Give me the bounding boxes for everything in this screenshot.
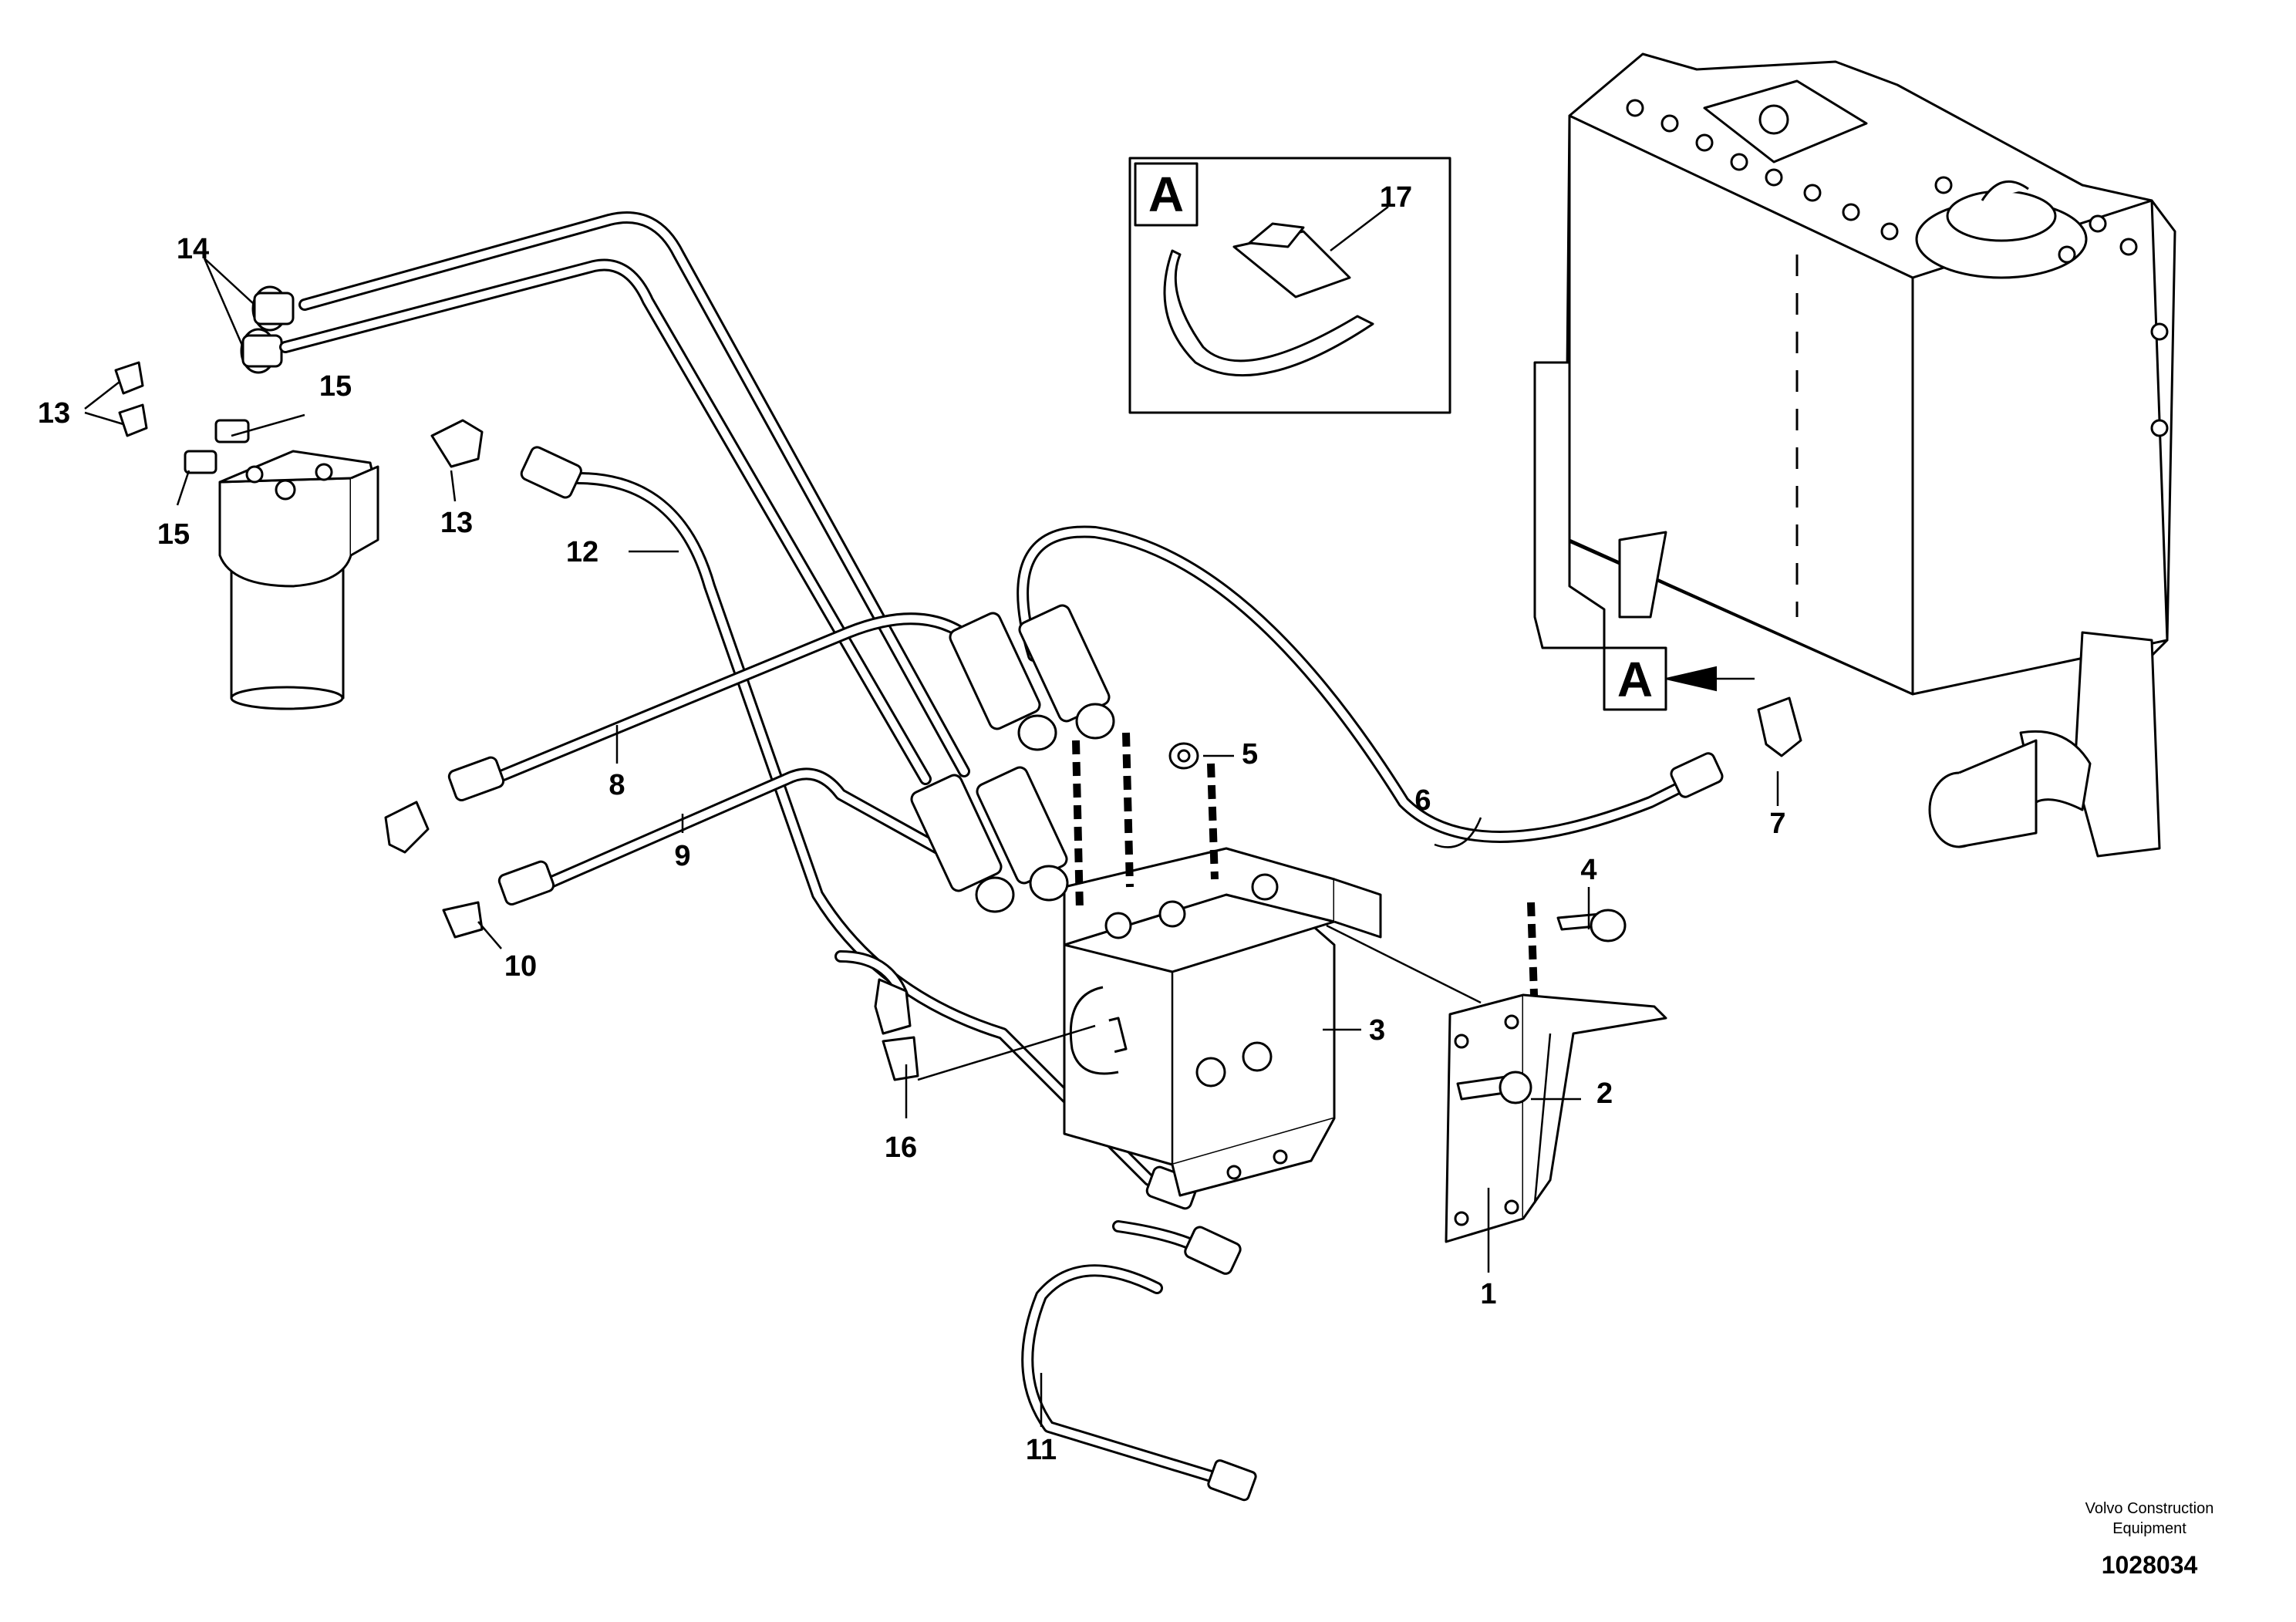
mounting-bracket bbox=[1445, 993, 1667, 1243]
callout-8: 8 bbox=[609, 769, 625, 801]
hose-fittings bbox=[384, 446, 1802, 1502]
title-block: Volvo Construction Equipment 1028034 bbox=[2085, 1500, 2214, 1579]
leader-lines bbox=[84, 258, 1779, 1427]
callout-16: 16 bbox=[885, 1131, 917, 1164]
callout-15-upper: 15 bbox=[319, 370, 352, 403]
callout-5: 5 bbox=[1242, 738, 1258, 771]
callout-13-right: 13 bbox=[440, 507, 473, 539]
callout-numbers: 1 2 3 4 5 6 7 8 9 10 11 12 13 13 14 15 1… bbox=[38, 181, 1786, 1466]
callout-17: 17 bbox=[1380, 181, 1412, 214]
callout-7: 7 bbox=[1769, 808, 1785, 840]
callout-13-left: 13 bbox=[38, 397, 70, 430]
callout-14: 14 bbox=[177, 233, 209, 265]
pressure-filter bbox=[218, 450, 379, 710]
bolts-2-4 bbox=[1456, 909, 1627, 1104]
callout-11: 11 bbox=[1026, 1434, 1057, 1466]
hoses bbox=[279, 211, 1703, 1487]
callout-9: 9 bbox=[674, 840, 690, 872]
control-valve bbox=[1063, 847, 1382, 1197]
callout-15-lower: 15 bbox=[157, 518, 190, 551]
fittings-13-14-15 bbox=[114, 285, 484, 474]
credit-line-2: Equipment bbox=[2112, 1520, 2186, 1537]
callout-4: 4 bbox=[1580, 854, 1596, 886]
callout-12: 12 bbox=[566, 536, 598, 568]
view-a-label: A bbox=[1617, 652, 1653, 707]
detail-a-label: A bbox=[1148, 167, 1184, 222]
detail-a-box: A bbox=[1128, 157, 1451, 414]
valve-top-connectors bbox=[910, 604, 1199, 913]
hydraulic-tank bbox=[1533, 52, 2176, 858]
callout-1: 1 bbox=[1480, 1278, 1496, 1310]
clamp-17 bbox=[1163, 222, 1374, 377]
credit-line-1: Volvo Construction bbox=[2085, 1500, 2214, 1517]
callout-6: 6 bbox=[1414, 784, 1431, 817]
drawing-number: 1028034 bbox=[2102, 1551, 2198, 1579]
callout-3: 3 bbox=[1369, 1014, 1385, 1047]
tank-bolts bbox=[1626, 99, 2169, 437]
callout-10: 10 bbox=[504, 950, 537, 983]
callout-2: 2 bbox=[1596, 1077, 1613, 1110]
view-a-marker: A bbox=[1603, 646, 1755, 711]
